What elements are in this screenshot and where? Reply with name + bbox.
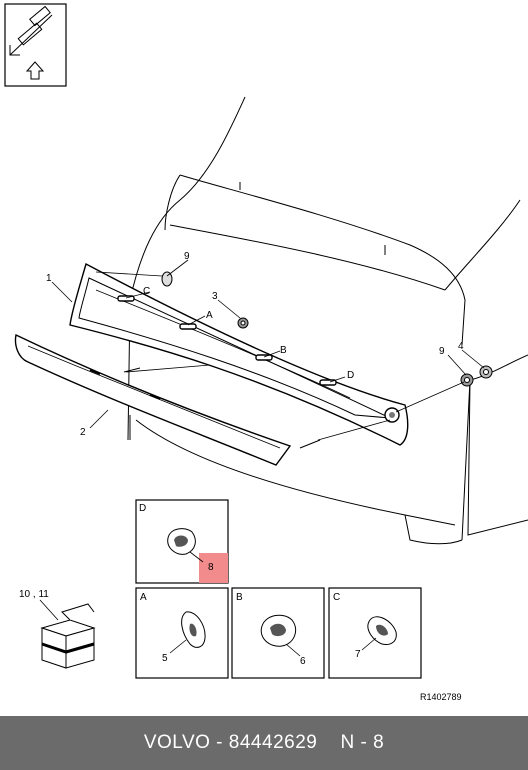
detail-a-letter: A [140,592,147,603]
footer-bar: VOLVO - 84442629 N - 8 [0,716,528,770]
parts-diagram: 1 9 C 3 A B D 9 4 2 D 8 A 5 B 6 [4,3,528,702]
clip-fasteners [123,271,493,449]
detail-b-part: 6 [300,656,306,667]
detail-d-part: 8 [208,562,214,573]
vehicle-body-outline [127,96,528,545]
callout-a: A [206,310,213,321]
detail-box-b: B 6 [231,587,325,679]
callout-1: 1 [46,273,52,284]
footer-gap [317,732,340,754]
detail-b-letter: B [236,592,243,603]
detail-d-letter: D [139,503,146,514]
detail-c-part: 7 [355,649,361,660]
lower-trim-strip [14,333,292,466]
footer-brand: VOLVO [143,732,211,753]
detail-box-c: C 7 [328,587,422,679]
callout-3: 3 [212,291,218,302]
callout-d: D [347,370,354,381]
kit-box-label: 10 , 11 [19,589,49,600]
assembly-direction-icon [4,3,67,87]
footer-separator: - [210,732,229,753]
kit-box-illustration: 10 , 11 [19,589,96,669]
callout-4: 4 [458,341,464,352]
callout-b: B [280,345,287,356]
callout-c: C [143,286,150,297]
leader-lines [51,259,485,441]
detail-box-d: D 8 [135,499,229,584]
footer-part-number: 84442629 [228,732,318,753]
detail-a-part: 5 [162,653,168,664]
footer-page: N - 8 [340,732,385,753]
tailgate-trim-panel [69,262,409,446]
reference-code: R1402789 [420,692,462,702]
callout-labels: 1 9 C 3 A B D 9 4 2 [46,251,464,438]
detail-c-letter: C [333,592,340,603]
callout-9-right: 9 [439,346,445,357]
detail-d-highlight [199,553,228,583]
callout-9-left: 9 [184,251,190,262]
detail-box-a: A 5 [135,587,229,679]
callout-2: 2 [80,427,86,438]
